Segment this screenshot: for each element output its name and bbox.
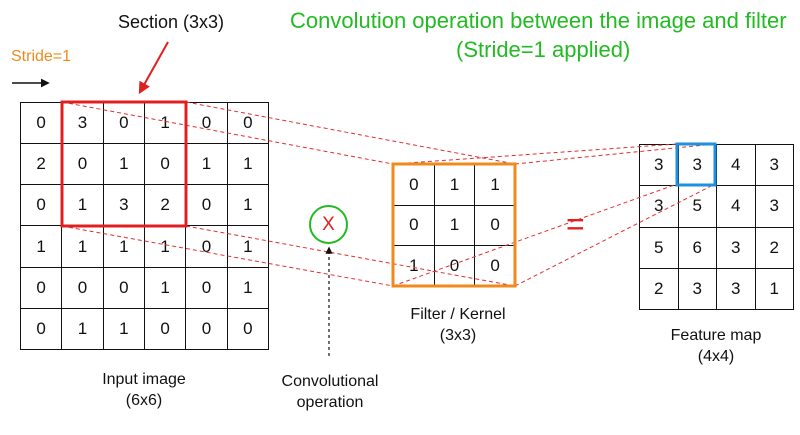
input-image-cell-r2-c1: 1 <box>62 185 104 227</box>
input-image-cell-r3-c5: 1 <box>227 226 269 268</box>
input-image-cell-r1-c2: 1 <box>103 144 145 186</box>
input-image-cell-r2-c2: 3 <box>103 185 145 227</box>
feature-map-cell-r2-c2: 3 <box>717 227 756 269</box>
input-image-label: Input image <box>102 371 186 388</box>
feature-map-cell-r3-c3: 1 <box>755 268 794 310</box>
input-image-cell-r4-c0: 0 <box>21 267 63 309</box>
feature-map-cell-r0-c3: 3 <box>755 145 794 187</box>
input-image-cell-r5-c3: 0 <box>144 308 187 350</box>
input-image-cell-r1-c3: 0 <box>144 144 187 186</box>
input-image-cell-r5-c1: 1 <box>62 308 104 350</box>
feature-map-cell-r0-c1: 3 <box>678 145 717 187</box>
filter-cell-r2-c2: 0 <box>475 246 516 287</box>
feature-map-cell-r2-c0: 5 <box>640 227 679 269</box>
filter-cell-r2-c1: 0 <box>434 246 476 287</box>
equals-sign: = <box>566 206 585 242</box>
input-image-cell-r3-c3: 1 <box>144 226 187 268</box>
input-image-caption: Input image (6x6) <box>79 369 209 411</box>
filter-cell-r1-c0: 0 <box>394 205 435 247</box>
feature-map-label: Feature map <box>670 327 762 344</box>
filter-cell-r0-c2: 1 <box>475 165 516 206</box>
input-image-cell-r5-c2: 1 <box>103 308 145 350</box>
filter-cell-r2-c0: 1 <box>394 246 435 287</box>
stride-label: Stride=1 <box>11 48 72 65</box>
feature-map-cell-r3-c0: 2 <box>640 268 679 310</box>
section-label: Section (3x3) <box>118 12 225 32</box>
input-image-cell-r3-c4: 0 <box>186 226 228 268</box>
feature-map-cell-r1-c1: 5 <box>678 186 717 228</box>
input-image-cell-r0-c4: 0 <box>186 103 228 145</box>
filter-cell-r1-c2: 0 <box>475 205 516 247</box>
input-image-size: (6x6) <box>125 392 163 409</box>
input-image-cell-r2-c0: 0 <box>21 185 63 227</box>
feature-map-cell-r0-c0: 3 <box>640 145 679 187</box>
feature-map-cell-r3-c2: 3 <box>717 268 756 310</box>
convolutional-operation-line-1: Convolutional <box>281 373 379 390</box>
input-image-cell-r0-c5: 0 <box>227 103 269 145</box>
feature-map-cell-r3-c1: 3 <box>678 268 717 310</box>
input-image-cell-r2-c5: 1 <box>227 185 269 227</box>
feature-map-cell-r2-c3: 2 <box>755 227 794 269</box>
section-arrow <box>138 41 169 95</box>
multiply-symbol: X <box>309 205 348 244</box>
input-image-cell-r2-c4: 0 <box>186 185 228 227</box>
input-image-cell-r0-c2: 0 <box>103 103 145 145</box>
input-image-cell-r2-c3: 2 <box>144 185 187 227</box>
diagram-title: Convolution operation between the image … <box>290 6 800 64</box>
convolutional-operation-line-2: operation <box>296 394 364 411</box>
filter-caption: Filter / Kernel (3x3) <box>388 304 528 346</box>
input-image-cell-r5-c5: 0 <box>227 308 269 350</box>
input-image-cell-r1-c0: 2 <box>21 144 63 186</box>
input-image-cell-r4-c1: 0 <box>62 267 104 309</box>
feature-map-cell-r1-c2: 4 <box>717 186 756 228</box>
feature-map-cell-r2-c1: 6 <box>678 227 717 269</box>
input-image-cell-r0-c1: 3 <box>62 103 104 145</box>
input-image-cell-r4-c5: 1 <box>227 267 269 309</box>
input-image-cell-r4-c2: 0 <box>103 267 145 309</box>
convolutional-operation-caption: Convolutional operation <box>262 371 398 413</box>
input-image-cell-r5-c4: 0 <box>186 308 228 350</box>
filter-cell-r0-c0: 0 <box>394 165 435 206</box>
input-image-cell-r3-c2: 1 <box>103 226 145 268</box>
input-image-cell-r4-c3: 1 <box>144 267 187 309</box>
filter-cell-r1-c1: 1 <box>434 205 476 247</box>
input-image-cell-r1-c5: 1 <box>227 144 269 186</box>
input-image-cell-r1-c1: 0 <box>62 144 104 186</box>
filter-size: (3x3) <box>439 327 477 344</box>
feature-map-cell-r0-c2: 4 <box>717 145 756 187</box>
guide-line <box>392 143 678 165</box>
input-image-cell-r4-c4: 0 <box>186 267 228 309</box>
input-image-cell-r0-c3: 1 <box>144 103 187 145</box>
filter-label: Filter / Kernel <box>410 306 506 323</box>
feature-map-caption: Feature map (4x4) <box>651 325 781 367</box>
input-image-cell-r0-c0: 0 <box>21 103 63 145</box>
multiply-x: X <box>322 213 335 235</box>
feature-map-cell-r1-c0: 3 <box>640 186 679 228</box>
feature-map-cell-r1-c3: 3 <box>755 186 794 228</box>
title-line-1: Convolution operation between the image … <box>290 8 787 33</box>
input-image-cell-r3-c0: 1 <box>21 226 63 268</box>
input-image-cell-r3-c1: 1 <box>62 226 104 268</box>
filter-cell-r0-c1: 1 <box>434 165 476 206</box>
input-image-cell-r1-c4: 1 <box>186 144 228 186</box>
feature-map-size: (4x4) <box>697 348 735 365</box>
title-line-2: (Stride=1 applied) <box>456 37 631 62</box>
input-image-cell-r5-c0: 0 <box>21 308 63 350</box>
